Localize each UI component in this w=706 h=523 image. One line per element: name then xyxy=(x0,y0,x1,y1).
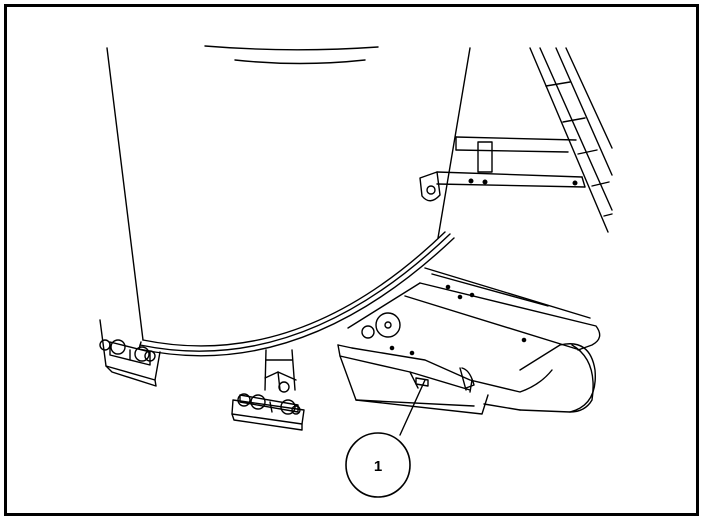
tank-body xyxy=(106,47,471,357)
discharge-chute xyxy=(337,267,601,415)
callout-1: 1 xyxy=(345,432,411,498)
figure-frame xyxy=(4,4,699,516)
ladder xyxy=(529,47,613,233)
callout-label: 1 xyxy=(374,458,382,475)
callout-circle xyxy=(345,432,411,498)
callout-leader xyxy=(399,379,426,436)
tank-top-arcs xyxy=(204,45,379,65)
ladder-bracket xyxy=(419,136,586,202)
left-foot xyxy=(99,319,161,387)
auger-cylinder xyxy=(483,343,596,413)
center-leg xyxy=(231,349,305,431)
